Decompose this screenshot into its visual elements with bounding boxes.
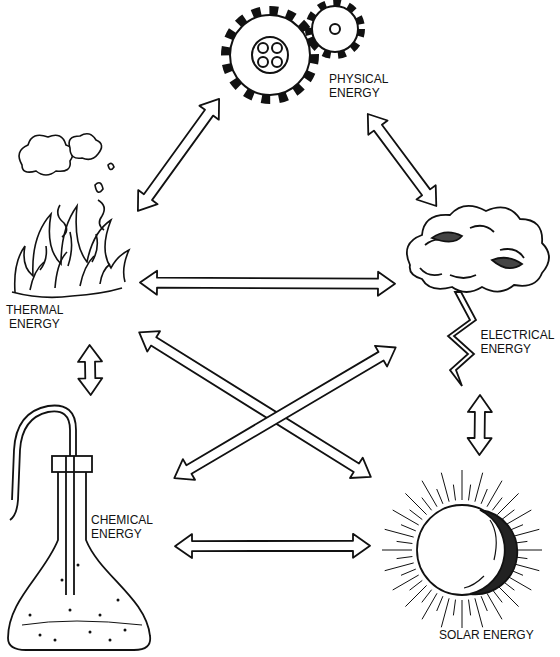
energy-label: PHYSICAL ENERGY xyxy=(328,72,389,100)
double-arrow xyxy=(138,99,219,211)
chemical-energy-node: CHEMICAL ENERGY xyxy=(5,400,170,652)
energy-label: THERMAL ENERGY xyxy=(5,303,64,331)
double-arrow xyxy=(139,331,371,478)
double-arrow xyxy=(175,534,370,558)
cloud-illustration xyxy=(407,206,549,386)
double-arrow xyxy=(368,114,437,206)
physical-energy-node: PHYSICAL ENERGY xyxy=(222,2,392,110)
energy-label: ELECTRICAL ENERGY xyxy=(479,328,555,356)
sun-illustration xyxy=(382,470,542,630)
double-arrow xyxy=(140,271,395,296)
energy-label: CHEMICAL ENERGY xyxy=(90,513,154,541)
energy-label: SOLAR ENERGY xyxy=(438,628,535,642)
double-arrow xyxy=(174,346,395,480)
thermal-energy-node: THERMAL ENERGY xyxy=(5,135,135,340)
solar-energy-node: SOLAR ENERGY xyxy=(375,460,555,655)
double-arrow xyxy=(78,345,102,395)
fire-illustration xyxy=(12,134,129,298)
double-arrow xyxy=(468,395,492,455)
electrical-energy-node: ELECTRICAL ENERGY xyxy=(400,210,557,390)
